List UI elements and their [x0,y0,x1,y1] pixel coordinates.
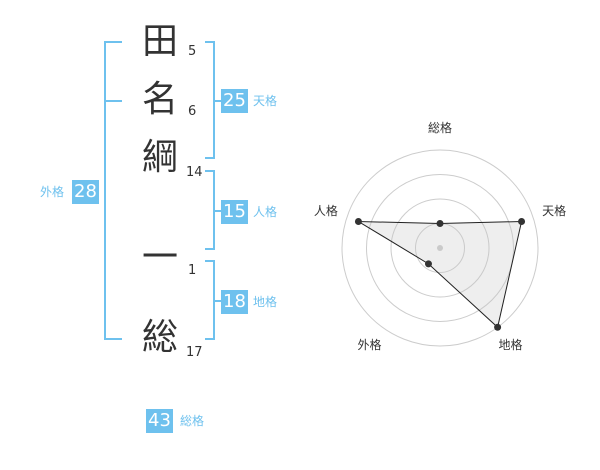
chikaku-value-badge: 18 [221,290,248,314]
radar-axis-label: 外格 [357,337,381,352]
radar-ring [366,174,514,322]
stroke-count-2: 6 [188,104,197,119]
tenkaku-connector [215,100,221,102]
gaikaku-bracket [104,41,122,340]
chikaku-connector [215,300,221,302]
radar-center-dot [437,245,443,251]
jinkaku-bracket [205,170,215,250]
jinkaku-connector [215,210,221,212]
gaikaku-mid-tick [104,100,122,102]
jinkaku-label: 人格 [253,205,278,219]
radar-series-area [356,220,523,329]
name-char-1: 田 [141,21,178,62]
gaikaku-label: 外格 [40,185,65,199]
chikaku-label: 地格 [253,295,278,309]
soukaku-label: 総格 [180,414,205,428]
radar-point [518,218,526,226]
radar-point [494,323,502,331]
name-char-2: 名 [141,79,178,120]
radar-axis-label: 天格 [542,203,566,218]
stroke-count-1: 5 [188,44,197,59]
name-char-3: 綱 [141,137,178,178]
radar-ring [390,198,490,298]
tenkaku-label: 天格 [253,94,278,108]
tenkaku-value-badge: 25 [221,89,248,113]
radar-axis-label: 地格 [499,337,523,352]
radar-point [424,260,432,268]
name-char-4: 一 [141,237,178,278]
stroke-count-3: 14 [186,165,203,180]
gaikaku-value-badge: 28 [72,180,99,204]
stroke-count-5: 17 [186,345,203,360]
radar-axis-label: 人格 [314,203,338,218]
radar-point [354,218,362,226]
radar-point [436,220,444,227]
stroke-count-4: 1 [188,263,197,278]
name-char-5: 総 [141,317,178,358]
chikaku-bracket [205,260,215,340]
jinkaku-value-badge: 15 [221,200,248,224]
radar-ring [341,149,539,347]
soukaku-value-badge: 43 [146,409,173,433]
radar-axis-label: 総格 [428,120,452,135]
tenkaku-bracket [205,41,215,159]
